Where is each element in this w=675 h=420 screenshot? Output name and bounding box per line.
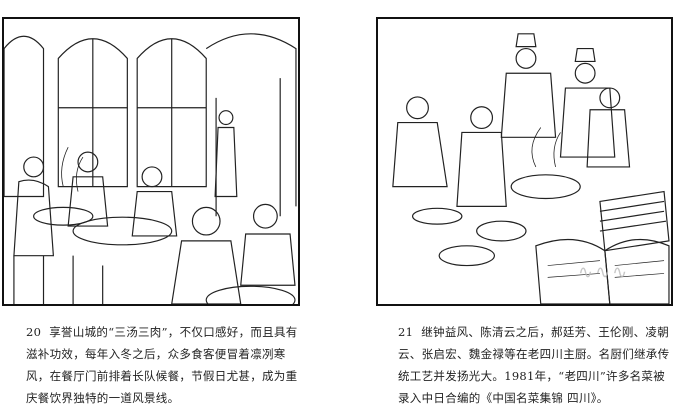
caption-number: 20	[26, 325, 42, 339]
chefs-cooking-drawing	[392, 33, 670, 304]
caption-text: 继钟益风、陈清云之后，郝廷芳、王伦刚、凌朝云、张启宏、魏金禄等在老四川主厨。名厨…	[398, 325, 670, 405]
caption-text: 享誉山城的“三汤三肉”，不仅口感好，而且具有滋补功效，每年入冬之后，众多食客便冒…	[26, 325, 298, 405]
restaurant-diners-drawing	[4, 33, 297, 304]
caption-number: 21	[398, 325, 414, 339]
watermark: ∿∿∿	[578, 262, 630, 283]
illustration-panel-restaurant	[2, 17, 300, 306]
illustration-panel-kitchen	[376, 17, 673, 306]
